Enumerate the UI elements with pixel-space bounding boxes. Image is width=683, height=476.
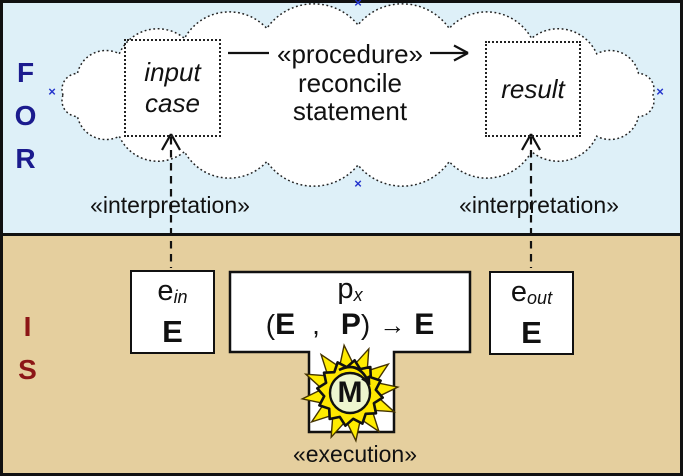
machine-label: M <box>337 376 363 409</box>
result-label: result <box>501 73 565 104</box>
sig-close-paren: ) <box>360 309 371 340</box>
for-region-label: FOR <box>10 57 41 186</box>
sig-arg2: P <box>340 308 361 341</box>
process-box <box>228 270 472 434</box>
procedure-name-line1: reconcile <box>297 67 403 98</box>
sig-result: E <box>414 308 435 341</box>
input-case-line1: input <box>144 57 201 87</box>
procedure-label-block: «procedure» reconcile statement <box>250 40 450 126</box>
procedure-arrow <box>228 44 469 62</box>
result-concept-box: result <box>485 41 581 137</box>
entity-out-subscript: out <box>527 288 553 308</box>
connection-point-marker-right: × <box>656 84 664 99</box>
process-base: p <box>337 273 354 305</box>
sig-comma: , <box>312 309 320 340</box>
procedure-stereotype: «procedure» <box>277 39 423 69</box>
entity-in-subscript: in <box>173 287 188 307</box>
connection-point-marker-top: × <box>354 0 362 10</box>
entity-in-box: ein E <box>130 270 215 354</box>
sig-arrow-glyph: → <box>379 309 406 340</box>
cloud-shape <box>61 3 655 187</box>
connection-point-marker-left: × <box>48 84 56 99</box>
execution-label: «execution» <box>292 441 418 467</box>
sig-arg1: E <box>275 308 296 341</box>
input-case-concept-box: input case <box>124 39 221 137</box>
rotation-arrow-icon <box>338 365 371 386</box>
entity-in-type: E <box>162 314 183 349</box>
process-signature: (E,P)→E <box>230 306 470 344</box>
process-name: px <box>230 274 470 310</box>
procedure-name-line2: statement <box>292 96 408 126</box>
process-subscript: x <box>353 285 363 305</box>
is-region-label: IS <box>12 311 43 397</box>
machine-starburst <box>300 343 400 443</box>
entity-out-type: E <box>521 315 542 350</box>
input-case-line2: case <box>145 88 200 118</box>
interpretation-label-left: «interpretation» <box>90 192 250 218</box>
entity-out-base: e <box>510 276 528 308</box>
entity-out-box: eout E <box>489 271 574 355</box>
entity-in-name: ein <box>157 275 187 314</box>
interpretation-label-right: «interpretation» <box>459 192 619 218</box>
sig-open-paren: ( <box>265 309 276 340</box>
connection-point-marker-bottom: × <box>354 176 362 191</box>
entity-in-base: e <box>157 275 174 307</box>
entity-out-name: eout <box>511 276 552 315</box>
